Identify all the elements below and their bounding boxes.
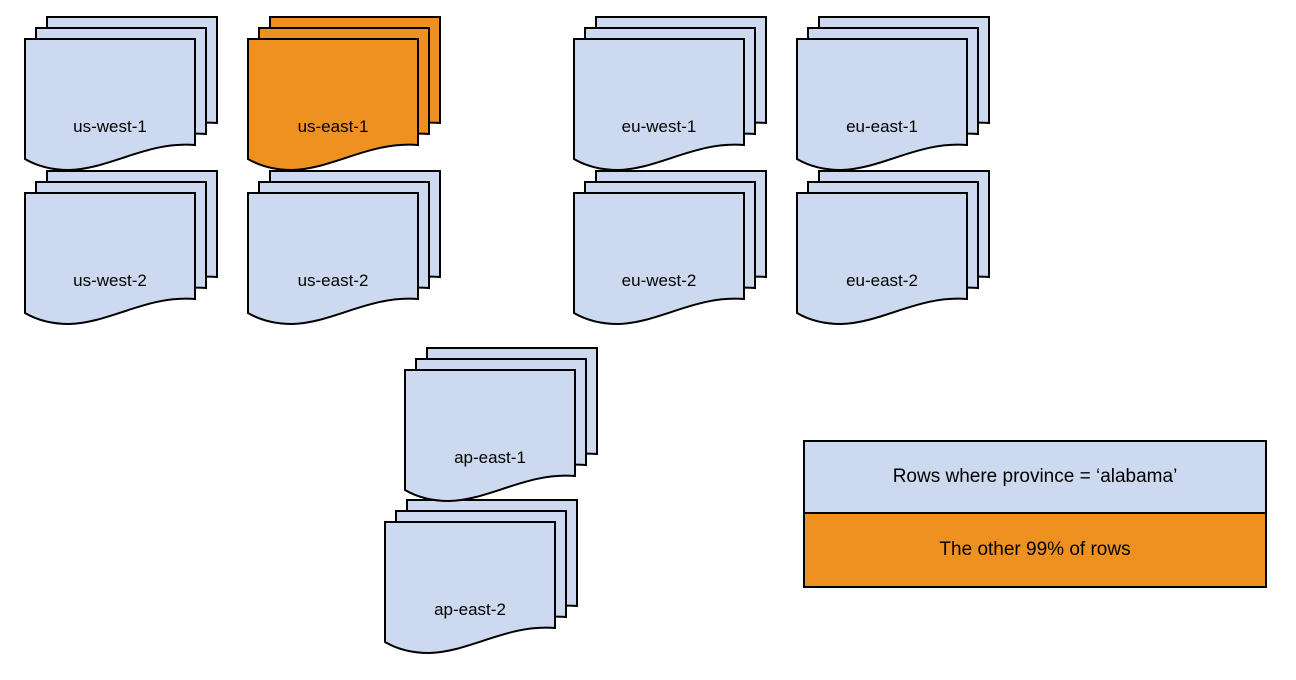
region-stack-glyph-ap-east-1	[404, 347, 598, 503]
document-shape	[24, 192, 196, 326]
document-shape	[796, 192, 968, 326]
region-stack-us-west-2[interactable]: us-west-2	[24, 170, 225, 331]
document-shape	[247, 192, 419, 326]
region-stack-glyph-eu-east-2	[796, 170, 990, 326]
region-stack-eu-east-1[interactable]: eu-east-1	[796, 16, 997, 177]
region-stack-eu-east-2[interactable]: eu-east-2	[796, 170, 997, 331]
document-shape	[796, 38, 968, 172]
region-stack-eu-west-2[interactable]: eu-west-2	[573, 170, 774, 331]
legend: Rows where province = ‘alabama’ The othe…	[803, 440, 1267, 588]
document-shape	[247, 38, 419, 172]
legend-label-other: The other 99% of rows	[939, 539, 1131, 560]
region-stack-ap-east-2[interactable]: ap-east-2	[384, 499, 585, 660]
region-stack-us-east-2[interactable]: us-east-2	[247, 170, 448, 331]
region-stack-glyph-us-east-1	[247, 16, 441, 172]
legend-label-alabama: Rows where province = ‘alabama’	[892, 466, 1178, 487]
legend-row-other: The other 99% of rows	[805, 514, 1265, 586]
document-shape	[24, 38, 196, 172]
region-stack-us-east-1[interactable]: us-east-1	[247, 16, 448, 177]
document-shape	[573, 38, 745, 172]
legend-row-alabama: Rows where province = ‘alabama’	[805, 442, 1265, 514]
region-stack-glyph-us-west-1	[24, 16, 218, 172]
document-shape	[384, 521, 556, 655]
document-shape	[573, 192, 745, 326]
region-stack-glyph-ap-east-2	[384, 499, 578, 655]
region-stack-glyph-us-west-2	[24, 170, 218, 326]
region-stack-ap-east-1[interactable]: ap-east-1	[404, 347, 605, 508]
region-stack-glyph-eu-west-1	[573, 16, 767, 172]
region-stack-glyph-us-east-2	[247, 170, 441, 326]
document-shape	[404, 369, 576, 503]
region-stack-eu-west-1[interactable]: eu-west-1	[573, 16, 774, 177]
region-stack-us-west-1[interactable]: us-west-1	[24, 16, 225, 177]
region-stack-glyph-eu-west-2	[573, 170, 767, 326]
region-stack-glyph-eu-east-1	[796, 16, 990, 172]
